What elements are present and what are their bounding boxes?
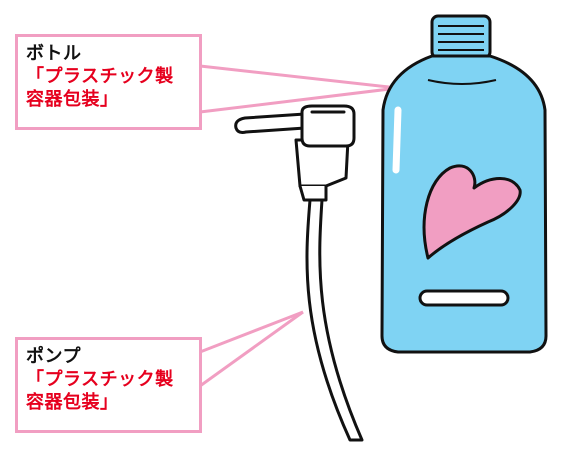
- pump-callout: ポンプ 「プラスチック製 容器包装」: [15, 337, 202, 433]
- heart-icon: [422, 164, 522, 260]
- pump-icon: [234, 104, 364, 442]
- bottle-callout: ボトル 「プラスチック製 容器包装」: [15, 34, 202, 130]
- bottle-name-label: ボトル: [26, 43, 82, 64]
- pump-category-label: 「プラスチック製 容器包装」: [26, 369, 174, 413]
- pump-leader-lines: [199, 310, 304, 388]
- bottle-leader-lines: [199, 64, 399, 114]
- bottle-category-label: 「プラスチック製 容器包装」: [26, 66, 174, 110]
- pump-name-label: ポンプ: [26, 346, 81, 367]
